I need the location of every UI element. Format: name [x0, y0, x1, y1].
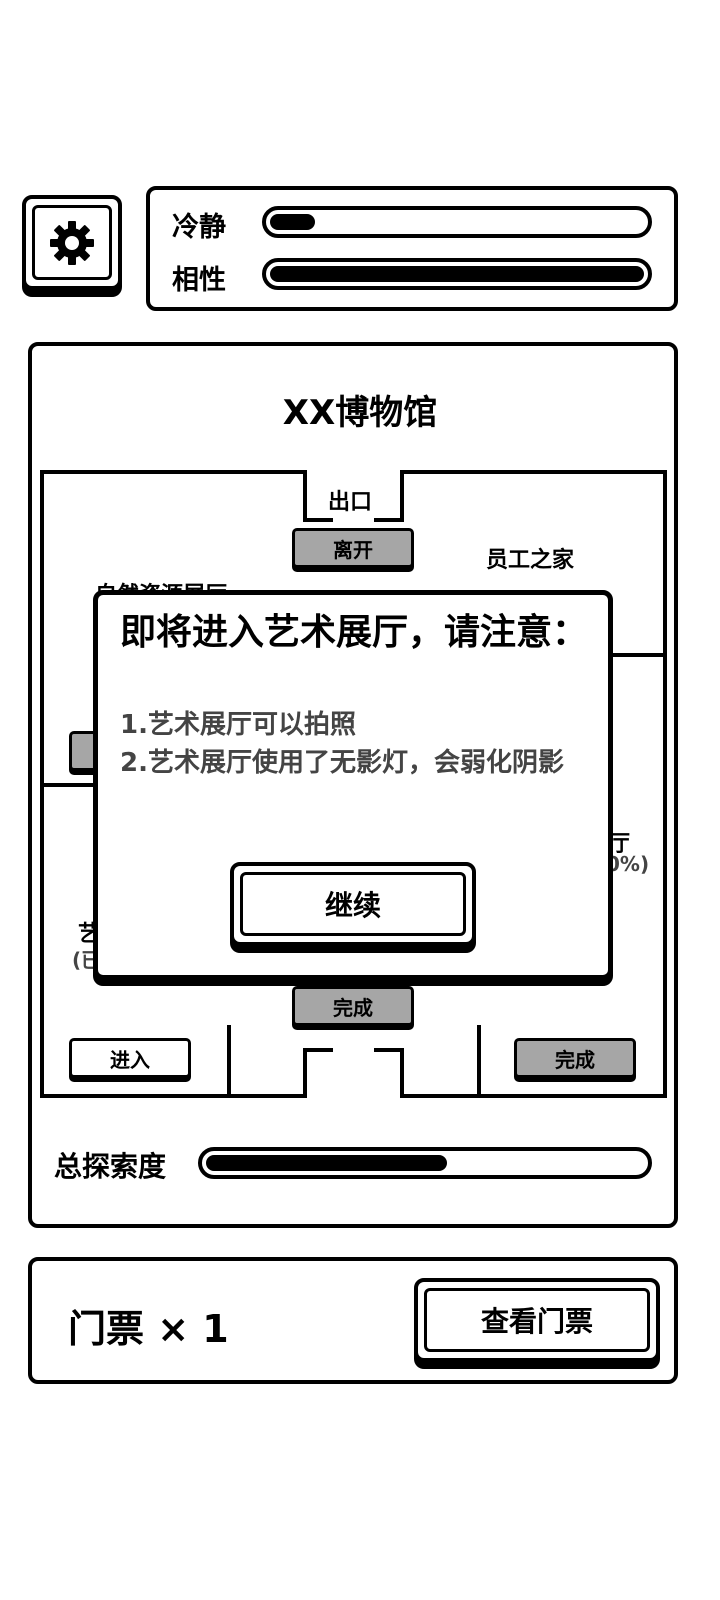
explore-label: 总探索度: [54, 1150, 167, 1183]
right-hall-progress: 0%): [606, 852, 650, 876]
view-ticket-button[interactable]: 查看门票: [414, 1278, 660, 1362]
gear-icon: [50, 220, 94, 265]
museum-title: XX博物馆: [282, 393, 438, 433]
stats-panel: [146, 186, 678, 311]
dialog-rule-2: 2.艺术展厅使用了无影灯，会弱化阴影: [120, 748, 564, 778]
settings-button[interactable]: [22, 195, 122, 290]
view-ticket-label: 查看门票: [424, 1288, 650, 1352]
center-hall-complete-button[interactable]: 完成: [292, 986, 414, 1026]
settings-button-frame: [32, 205, 112, 280]
calm-bar-fill: [270, 214, 315, 230]
right-hall-label: 厅: [608, 832, 631, 857]
staff-room-label: 员工之家: [486, 548, 575, 573]
exit-label: 出口: [328, 490, 373, 515]
explore-bar-fill: [206, 1155, 447, 1171]
map-panel: [28, 342, 678, 1228]
calm-bar: [262, 206, 652, 238]
right-hall-complete-button[interactable]: 完成: [514, 1038, 636, 1078]
dialog-rule-1: 1.艺术展厅可以拍照: [120, 710, 356, 740]
ticket-panel: [28, 1257, 678, 1384]
continue-button[interactable]: 继续: [230, 862, 476, 946]
affinity-bar-fill: [270, 266, 644, 282]
ticket-count: 门票 × 1: [68, 1307, 229, 1351]
affinity-bar: [262, 258, 652, 290]
enter-button[interactable]: 进入: [69, 1038, 191, 1078]
calm-label: 冷静: [172, 212, 226, 243]
continue-button-label: 继续: [240, 872, 466, 936]
leave-button[interactable]: 离开: [292, 528, 414, 568]
affinity-label: 相性: [172, 265, 226, 296]
dialog-title: 即将进入艺术展厅，请注意：: [120, 612, 589, 653]
explore-bar: [198, 1147, 652, 1179]
